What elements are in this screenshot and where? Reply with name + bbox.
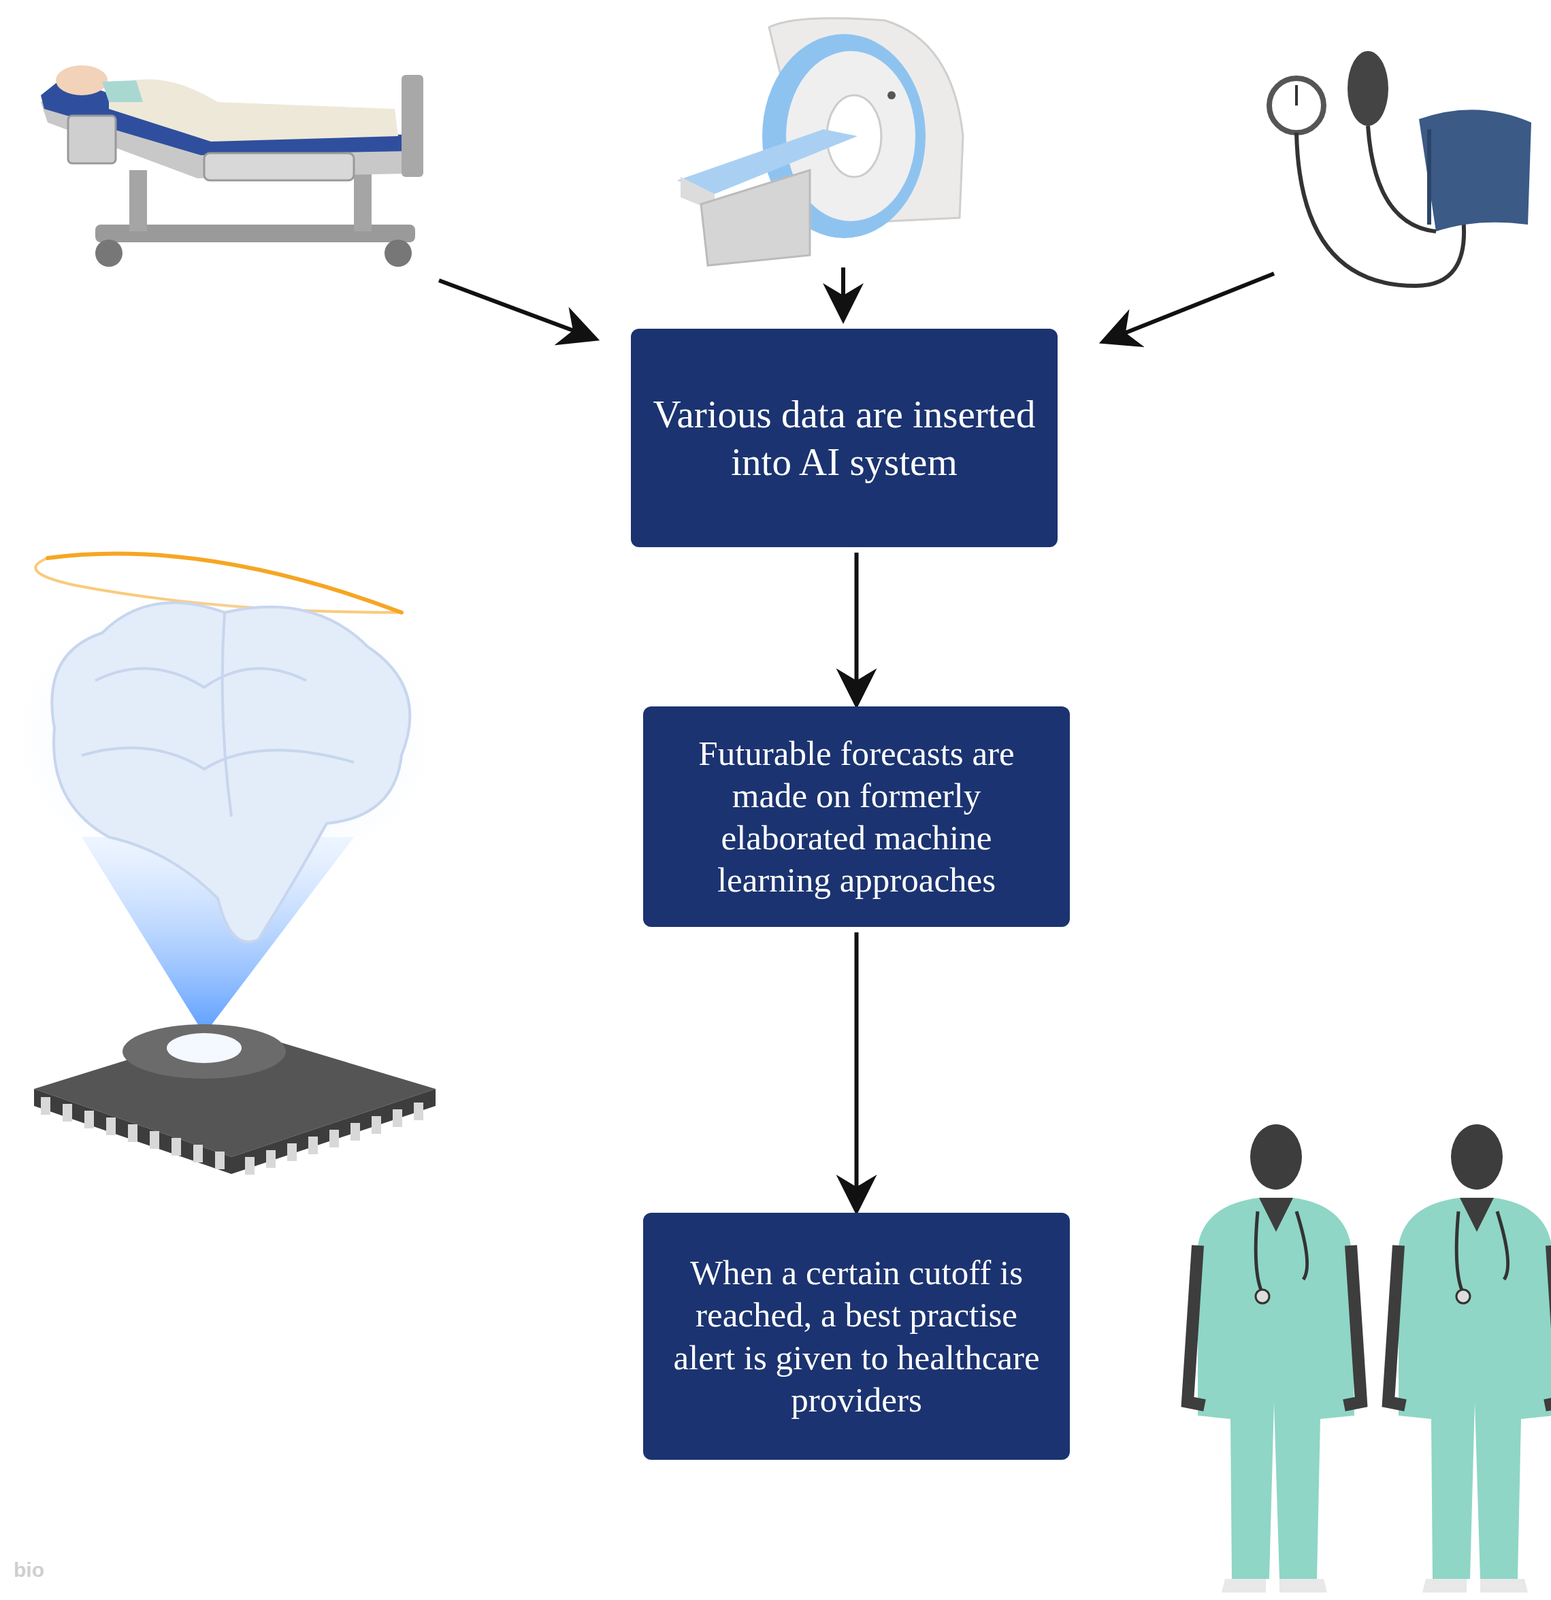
- hospital-bed: [40, 65, 424, 267]
- input-arrow: [1106, 273, 1275, 341]
- flow-arrow: [854, 552, 859, 701]
- process-box: Various data are inserted into AI system: [630, 328, 1058, 548]
- box-text: Various data are inserted into AI system: [651, 390, 1038, 486]
- chip-pins: [40, 1097, 424, 1175]
- process-box: Futurable forecasts are made on formerly…: [643, 706, 1070, 927]
- flow-arrow: [854, 932, 859, 1208]
- box-text: When a certain cutoff is reached, a best…: [663, 1251, 1050, 1422]
- mri-scanner: [677, 18, 963, 266]
- input-arrow: [438, 280, 593, 338]
- input-arrow: [841, 267, 846, 316]
- ai-brain-hologram: [13, 553, 436, 1174]
- box-text: Futurable forecasts are made on formerly…: [663, 732, 1050, 902]
- watermark: bio: [13, 1558, 45, 1582]
- process-box: When a certain cutoff is reached, a best…: [643, 1212, 1070, 1460]
- healthcare-providers: [1187, 1124, 1551, 1593]
- blood-pressure-cuff: [1269, 51, 1532, 286]
